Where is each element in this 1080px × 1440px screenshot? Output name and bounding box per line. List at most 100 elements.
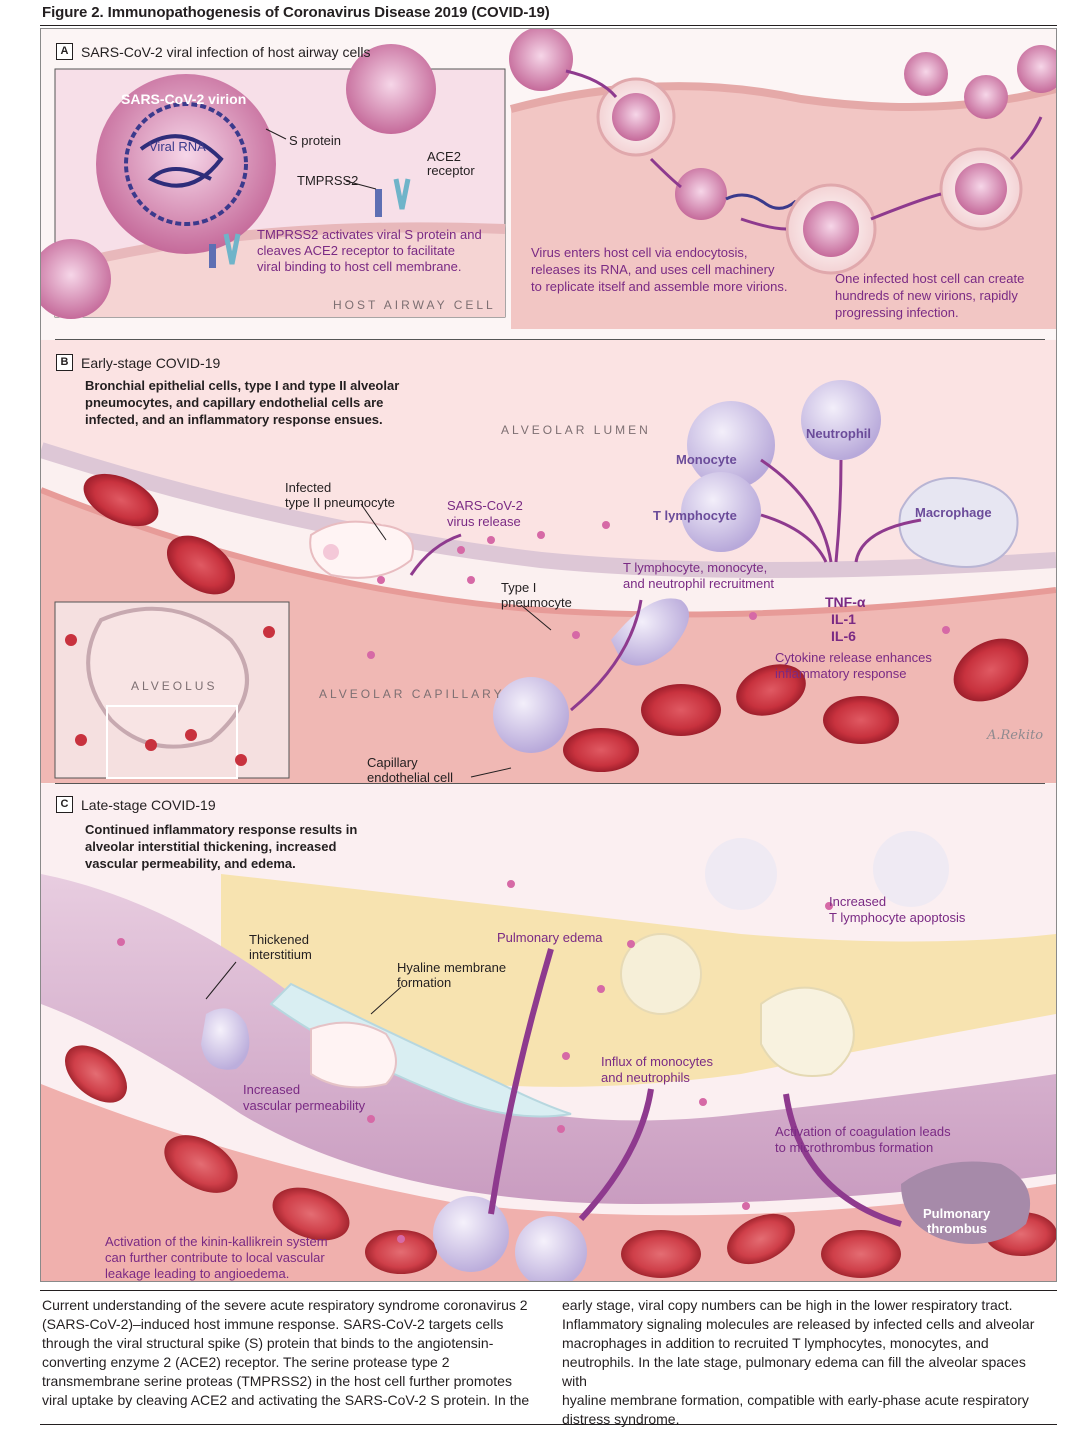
- thickened-interstitium-label-line2: interstitium: [249, 947, 312, 962]
- panel-a: A SARS-CoV-2 viral infection of host air…: [41, 29, 1056, 339]
- caption-left-line: transmembrane serine proteas (TMPRSS2) i…: [42, 1373, 512, 1389]
- caption-left-line: converting enzyme 2 (ACE2) receptor. The…: [42, 1354, 450, 1370]
- figure-title: Figure 2. Immunopathogenesis of Coronavi…: [42, 4, 550, 21]
- panel-b-intro-line1: Bronchial epithelial cells, type I and t…: [85, 378, 400, 393]
- caption-right-line: distress syndrome.: [562, 1411, 680, 1427]
- virion-small-2: [41, 239, 111, 319]
- entry-text-line1: Virus enters host cell via endocytosis,: [531, 245, 748, 260]
- il1-label: IL-1: [831, 611, 856, 627]
- panel-c-intro-line3: vascular permeability, and edema.: [85, 856, 296, 871]
- kinin-label-line3: leakage leading to angioedema.: [105, 1266, 290, 1281]
- entry-text-line2: releases its RNA, and uses cell machiner…: [531, 262, 775, 277]
- caption-left-line: (SARS-CoV-2)–induced host immune respons…: [42, 1316, 504, 1332]
- caption-left-line: Current understanding of the severe acut…: [42, 1297, 528, 1313]
- caption-right-line: hyaline membrane formation, compatible w…: [562, 1392, 1029, 1408]
- panel-b-letter: B: [56, 354, 73, 371]
- thrombus-label-line1: Pulmonary: [923, 1206, 991, 1221]
- tmprss2-note-line1: TMPRSS2 activates viral S protein and: [257, 227, 482, 242]
- recruited-leukocyte-1: [433, 1196, 509, 1272]
- il6-label: IL-6: [831, 628, 856, 644]
- ace2-receptor: [223, 178, 411, 265]
- spread-text-line2: hundreds of new virions, rapidly: [835, 288, 1018, 303]
- epithelial-lining: [41, 442, 1056, 578]
- kinin-label-line2: can further contribute to local vascular: [105, 1250, 325, 1265]
- panel-c-letter: C: [56, 796, 73, 813]
- caption-left-line: viral uptake by cleaving ACE2 and activa…: [42, 1392, 530, 1408]
- thickened-interstitium: [41, 874, 1056, 1204]
- endothelial-label-line1: Capillary: [367, 755, 418, 770]
- ace2-label-line2: receptor: [427, 163, 475, 178]
- recruitment-label-line1: T lymphocyte, monocyte,: [623, 560, 768, 575]
- spread-text-line1: One infected host cell can create: [835, 271, 1025, 286]
- hyaline-label-line2: formation: [397, 975, 452, 990]
- pneumocyte-late: [310, 1021, 397, 1089]
- tmprss2-label: TMPRSS2: [297, 173, 359, 188]
- panel-c-label: C Late-stage COVID-19: [56, 796, 216, 813]
- t-lymphocyte-apoptotic-1: [705, 838, 777, 910]
- coagulation-label-line2: to microthrombus formation: [775, 1140, 934, 1155]
- permeability-label-line2: vascular permeability: [243, 1098, 366, 1113]
- type1-pneumocyte-label-line1: Type I: [501, 580, 537, 595]
- ace2-label-line1: ACE2: [427, 149, 461, 164]
- virus-particles-late: [117, 880, 833, 1243]
- infected-pneumocyte-label-line2: type II pneumocyte: [285, 495, 395, 510]
- virion-entering: [509, 29, 573, 91]
- panel-b-title: Early-stage COVID-19: [81, 354, 221, 371]
- virus-particles: [367, 521, 950, 659]
- recruitment-label-line2: and neutrophil recruitment: [623, 576, 775, 591]
- caption-right-line: neutrophils. In the late stage, pulmonar…: [562, 1354, 1026, 1389]
- panel-c-illustration: [41, 784, 1056, 1281]
- kinin-label-line1: Activation of the kinin-kallikrein syste…: [105, 1234, 328, 1249]
- virus-release-label-line1: SARS-CoV-2: [447, 498, 523, 513]
- panel-a-title: SARS-CoV-2 viral infection of host airwa…: [81, 43, 371, 60]
- virion-releasing-rna: [675, 168, 727, 220]
- monocyte-cell: [687, 401, 775, 489]
- permeability-label-line1: Increased: [243, 1082, 301, 1097]
- red-blood-cells: [83, 473, 1029, 772]
- cytokine-label-line2: inflammatory response: [775, 666, 907, 681]
- caption-top-rule: [40, 1290, 1057, 1291]
- virion-label: SARS-CoV-2 virion: [121, 91, 247, 107]
- new-virion-1: [904, 52, 948, 96]
- new-virion-3: [1017, 45, 1056, 93]
- alveolar-lumen-label: ALVEOLAR LUMEN: [501, 423, 651, 437]
- panel-b-intro-line2: pneumocytes, and capillary endothelial c…: [85, 395, 384, 410]
- influx-label-line2: and neutrophils: [601, 1070, 690, 1085]
- spread-text-line3: progressing infection.: [835, 305, 959, 320]
- neutrophil-cell: [801, 380, 881, 460]
- tmprss2-note-line2: cleaves ACE2 receptor to facilitate: [257, 243, 455, 258]
- caption-right-line: early stage, viral copy numbers can be h…: [562, 1297, 1013, 1313]
- tmprss2-note-line3: viral binding to host cell membrane.: [257, 259, 462, 274]
- alveolar-capillary: [41, 490, 1056, 783]
- macrophage-cell: [898, 477, 1019, 568]
- panel-b-label: B Early-stage COVID-19: [56, 354, 220, 371]
- t-lymphocyte-apoptotic-2: [873, 831, 949, 907]
- alveolar-capillary-label: ALVEOLAR CAPILLARY: [319, 687, 505, 701]
- panel-c-intro-line2: alveolar interstitial thickening, increa…: [85, 839, 337, 854]
- pulmonary-thrombus: [901, 1161, 1031, 1244]
- artist-signature: A.Rekito: [987, 728, 1044, 743]
- large-virion: [96, 74, 276, 254]
- type1-pneumocyte-label-line2: pneumocyte: [501, 595, 572, 610]
- recruited-leukocyte-2: [515, 1216, 587, 1281]
- infection-arrows: [565, 69, 1043, 231]
- new-virion-2: [964, 75, 1008, 119]
- panel-a-illustration: [41, 29, 1056, 339]
- panel-a-letter: A: [56, 43, 73, 60]
- apoptosis-label-line1: Increased: [829, 894, 887, 909]
- recruitment-arrows: [409, 458, 922, 712]
- neutrophil-label: Neutrophil: [806, 426, 871, 441]
- caption-right-column: early stage, viral copy numbers can be h…: [562, 1296, 1050, 1429]
- influx-label-line1: Influx of monocytes: [601, 1054, 713, 1069]
- panel-b-intro-line3: infected, and an inflammatory response e…: [85, 412, 383, 427]
- coagulation-label-line1: Activation of coagulation leads: [775, 1124, 951, 1139]
- caption-right-line: macrophages in addition to recruited T l…: [562, 1335, 989, 1351]
- caption-bottom-rule: [40, 1424, 1057, 1425]
- monocyte-label: Monocyte: [676, 452, 737, 467]
- infected-type2-pneumocyte: [309, 520, 414, 579]
- endothelial-label-line2: endothelial cell: [367, 770, 454, 783]
- virus-release-label-line2: virus release: [447, 514, 521, 529]
- t-lymphocyte-cell: [681, 472, 761, 552]
- tnf-label: TNF-α: [825, 594, 866, 610]
- panel-c-intro-line1: Continued inflammatory response results …: [85, 822, 358, 837]
